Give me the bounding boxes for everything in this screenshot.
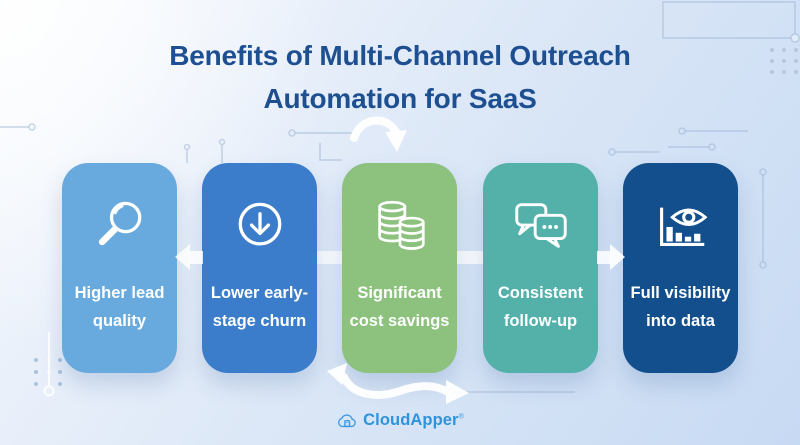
- connector-band-3-4: [456, 251, 485, 264]
- chat-bubbles-icon: [509, 189, 573, 263]
- card-label: Consistent follow-up: [497, 284, 584, 330]
- benefit-card-data-visibility: Full visibility into data: [623, 163, 738, 373]
- benefit-card-cost-savings: Significant cost savings: [342, 163, 457, 373]
- decor-white-trace: [43, 332, 55, 397]
- arrow-left-stub: [189, 251, 203, 264]
- decor-dot-grid-bottom-left: [34, 358, 62, 386]
- coins-icon: [368, 189, 432, 263]
- benefit-card-follow-up: Consistent follow-up: [483, 163, 598, 373]
- trademark-symbol: ®: [458, 413, 464, 421]
- magnifier-icon: [89, 189, 151, 263]
- card-label: Full visibility into data: [630, 284, 731, 330]
- card-label: Lower early- stage churn: [210, 284, 309, 330]
- benefit-card-lower-churn: Lower early- stage churn: [202, 163, 317, 373]
- arrow-right-icon: [610, 244, 625, 270]
- benefit-card-higher-lead-quality: Higher lead quality: [62, 163, 177, 373]
- arrow-down-circle-icon: [229, 189, 291, 263]
- chart-eye-icon: [649, 189, 713, 263]
- card-label: Higher lead quality: [74, 284, 165, 330]
- card-label: Significant cost savings: [349, 284, 450, 330]
- arrow-left-icon: [175, 244, 190, 270]
- connector-band-2-3: [315, 251, 344, 264]
- decor-rect-outline: [662, 1, 796, 39]
- brand-name: CloudApper®: [363, 411, 464, 429]
- arrow-right-stub: [597, 251, 611, 264]
- footer-brand: CloudApper®: [0, 411, 800, 430]
- cloud-logo-icon: [338, 414, 356, 428]
- page-title: Benefits of Multi-Channel Outreach Autom…: [169, 40, 631, 114]
